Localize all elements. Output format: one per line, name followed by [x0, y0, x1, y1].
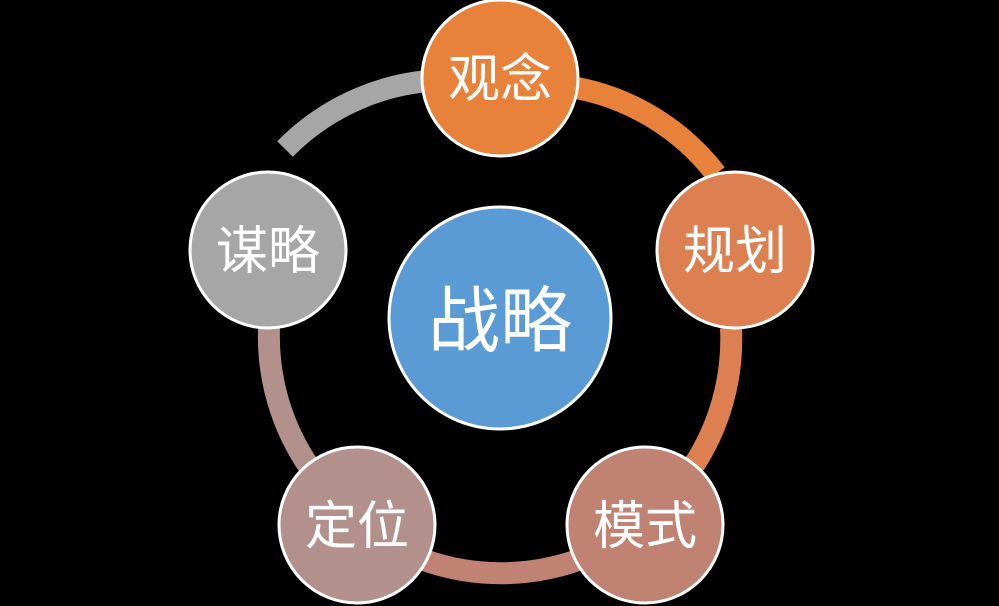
node-left-label: 谋略	[216, 222, 320, 282]
center-hub[interactable]: 战略	[387, 205, 613, 431]
node-right-label: 规划	[683, 222, 787, 282]
node-left[interactable]: 谋略	[188, 170, 348, 330]
node-top-circle[interactable]	[420, 0, 580, 158]
node-top[interactable]: 观念	[420, 0, 580, 158]
arc-top-to-right	[554, 74, 725, 181]
node-top-label: 观念	[448, 50, 552, 110]
node-bottom-left[interactable]: 定位	[277, 445, 437, 605]
node-bottom-left-label: 定位	[305, 497, 409, 557]
node-right[interactable]: 规划	[655, 170, 815, 330]
arc-bottom-right-to-bottom-left	[420, 549, 582, 585]
arc-right-to-bottom-right	[682, 327, 743, 475]
node-bottom-right[interactable]: 模式	[565, 445, 725, 605]
center-hub-label: 战略	[428, 279, 572, 363]
node-right-circle[interactable]	[655, 170, 815, 330]
node-bottom-right-circle[interactable]	[565, 445, 725, 605]
node-bottom-left-circle[interactable]	[277, 445, 437, 605]
node-bottom-right-label: 模式	[593, 497, 697, 557]
center-hub-circle[interactable]	[387, 205, 613, 431]
arc-bottom-left-to-left	[257, 327, 320, 475]
node-left-circle[interactable]	[188, 170, 348, 330]
node-group: 观念 规划 模式 定位 谋略	[188, 0, 815, 605]
